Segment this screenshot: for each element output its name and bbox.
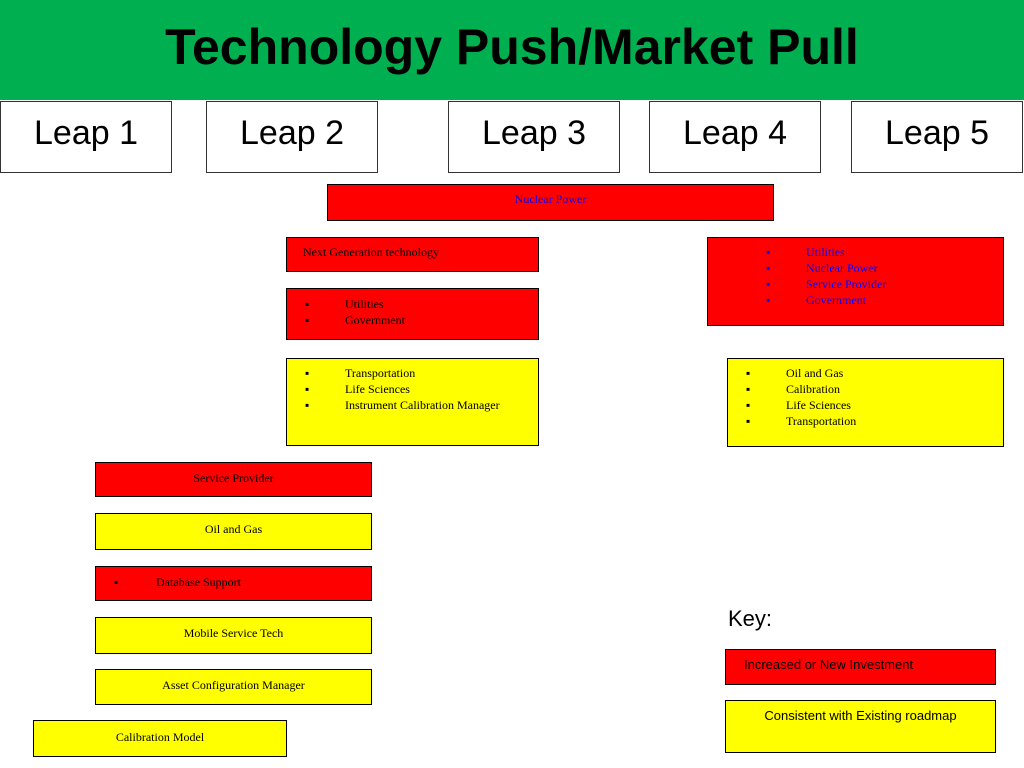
nuclear-power-label: Nuclear Power	[514, 192, 587, 206]
leap5-investment-box: Utilities Nuclear Power Service Provider…	[707, 237, 1004, 326]
leap-4-header: Leap 4	[649, 101, 821, 173]
list-item: Utilities	[287, 296, 538, 312]
list-item: Instrument Calibration Manager	[287, 397, 538, 413]
list-item: Transportation	[728, 413, 1003, 429]
list-item: Oil and Gas	[728, 365, 1003, 381]
list-item: Utilities	[748, 244, 1003, 260]
nuclear-power-box: Nuclear Power	[327, 184, 774, 221]
leap2-investment-box: Utilities Government	[286, 288, 539, 340]
key-consistent-box: Consistent with Existing roadmap	[725, 700, 996, 753]
key-increased-box: Increased or New Investment	[725, 649, 996, 685]
key-increased-label: Increased or New Investment	[744, 657, 914, 672]
list-item: Nuclear Power	[748, 260, 1003, 276]
mobile-service-tech-label: Mobile Service Tech	[183, 626, 284, 640]
list-item: Calibration	[728, 381, 1003, 397]
list-item: Government	[287, 312, 538, 328]
asset-config-box: Asset Configuration Manager	[95, 669, 372, 705]
calibration-model-label: Calibration Model	[115, 730, 205, 744]
next-gen-tech-box: Next Generation technology	[286, 237, 539, 272]
next-gen-tech-label: Next Generation technology	[303, 245, 439, 259]
page-title: Technology Push/Market Pull	[165, 19, 859, 75]
database-support-box: Database Support	[95, 566, 372, 601]
list-item: Government	[748, 292, 1003, 308]
leap-1-header: Leap 1	[0, 101, 172, 173]
leap2-existing-box: Transportation Life Sciences Instrument …	[286, 358, 539, 446]
service-provider-label: Service Provider	[193, 471, 274, 485]
leap-2-header: Leap 2	[206, 101, 378, 173]
asset-config-label: Asset Configuration Manager	[162, 678, 305, 692]
key-label: Key:	[728, 606, 773, 631]
service-provider-box: Service Provider	[95, 462, 372, 497]
title-bar	[0, 0, 1024, 100]
key-consistent-label: Consistent with Existing roadmap	[764, 708, 957, 723]
leap-3-header: Leap 3	[448, 101, 620, 173]
oil-gas-box: Oil and Gas	[95, 513, 372, 550]
list-item: Database Support	[96, 574, 371, 590]
leap5-existing-box: Oil and Gas Calibration Life Sciences Tr…	[727, 358, 1004, 447]
list-item: Life Sciences	[287, 381, 538, 397]
oil-gas-label: Oil and Gas	[204, 522, 263, 536]
list-item: Transportation	[287, 365, 538, 381]
list-item: Life Sciences	[728, 397, 1003, 413]
list-item: Service Provider	[748, 276, 1003, 292]
mobile-service-tech-box: Mobile Service Tech	[95, 617, 372, 654]
calibration-model-box: Calibration Model	[33, 720, 287, 757]
leap-5-header: Leap 5	[851, 101, 1023, 173]
